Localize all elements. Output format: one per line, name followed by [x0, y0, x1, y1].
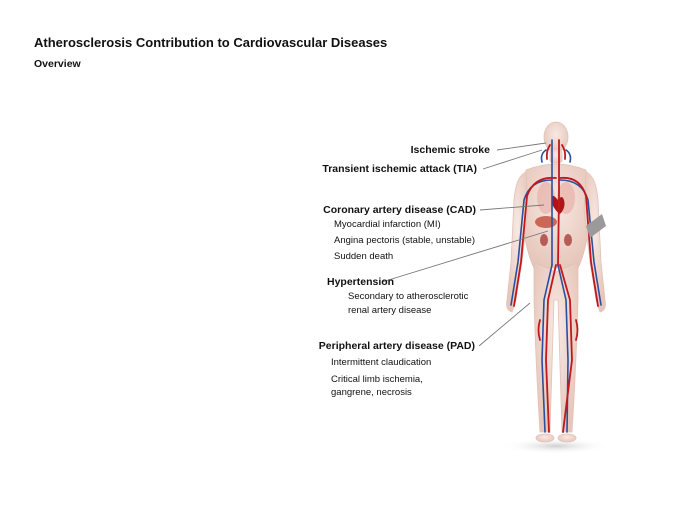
kidney-right	[564, 234, 572, 246]
leader-lines	[381, 142, 549, 347]
hypertension-item-2: renal artery disease	[348, 305, 432, 316]
cad-item-mi: Myocardial infarction (MI)	[334, 219, 441, 230]
cad-item-sudden-death: Sudden death	[334, 251, 394, 262]
pad-item-limb-ischemia: Critical limb ischemia,	[331, 374, 423, 385]
cad-item-angina: Angina pectoris (stable, unstable)	[334, 235, 475, 246]
label-ischemic-stroke: Ischemic stroke	[410, 144, 490, 156]
organs	[535, 182, 575, 246]
arteries	[513, 139, 599, 433]
pad-item-gangrene: gangrene, necrosis	[331, 387, 412, 398]
label-hypertension: Hypertension	[327, 276, 395, 288]
liver	[535, 216, 557, 228]
label-cad: Coronary artery disease (CAD)	[323, 204, 476, 216]
floor-shadow	[501, 438, 611, 454]
pointer-arrow	[586, 214, 606, 238]
kidney-left	[540, 234, 548, 246]
hypertension-item-1: Secondary to atherosclerotic	[348, 291, 469, 302]
slide-title: Atherosclerosis Contribution to Cardiova…	[34, 35, 388, 50]
label-tia: Transient ischemic attack (TIA)	[322, 163, 477, 175]
slide-subtitle: Overview	[34, 58, 81, 70]
pad-item-claudication: Intermittent claudication	[331, 357, 432, 368]
body-silhouette	[506, 121, 606, 443]
label-pad: Peripheral artery disease (PAD)	[318, 340, 475, 352]
